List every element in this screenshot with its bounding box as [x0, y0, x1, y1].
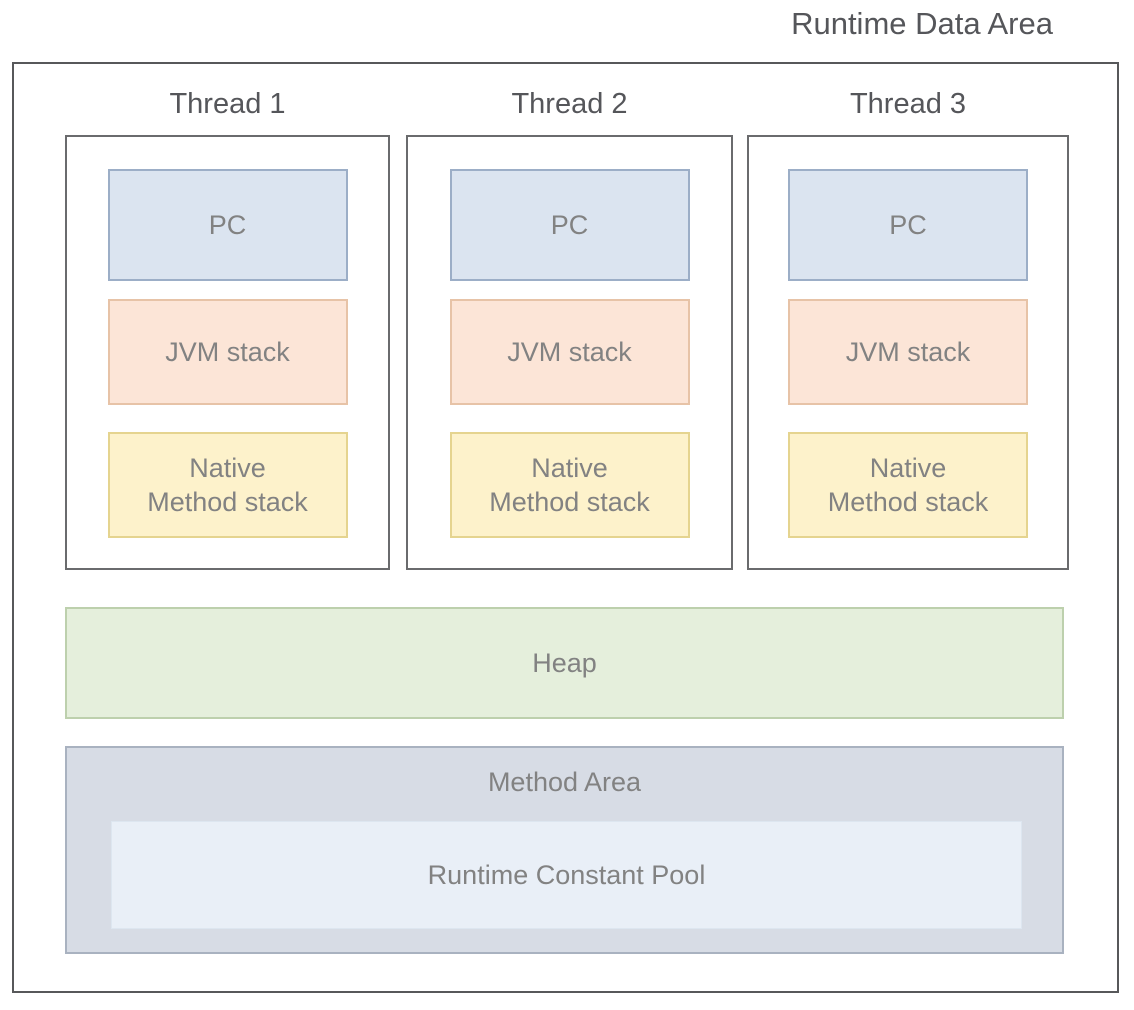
heap-box: Heap	[65, 607, 1064, 719]
thread-3-box: PC JVM stack Native Method stack	[747, 135, 1069, 570]
native-method-stack-label-line1: Native	[869, 453, 947, 483]
native-method-stack-label-line1: Native	[189, 453, 266, 483]
thread-3-label: Thread 3	[849, 88, 967, 120]
pc-register-box: PC	[449, 169, 690, 281]
jvm-stack-label: JVM stack	[507, 337, 632, 367]
native-method-stack-label-line2: Method stack	[489, 487, 650, 517]
pc-label: PC	[889, 210, 927, 240]
thread-1-label: Thread 1	[169, 88, 286, 120]
jvm-stack-label: JVM stack	[845, 337, 971, 367]
native-method-stack-label-line2: Method stack	[147, 487, 308, 517]
pc-register-box: PC	[788, 169, 1028, 281]
jvm-stack-box: JVM stack	[449, 299, 690, 405]
pc-label: PC	[208, 210, 247, 240]
runtime-constant-pool-label: Runtime Constant Pool	[427, 859, 706, 890]
thread-2-box: PC JVM stack Native Method stack	[406, 135, 733, 570]
thread-2-label: Thread 2	[511, 88, 628, 120]
diagram-title: Runtime Data Area	[791, 6, 1053, 41]
thread-1-box: PC JVM stack Native Method stack	[65, 135, 390, 570]
heap-label: Heap	[532, 647, 597, 678]
pc-label: PC	[550, 210, 589, 240]
jvm-stack-label: JVM stack	[165, 337, 290, 367]
native-method-stack-box: Native Method stack	[449, 432, 690, 538]
native-method-stack-box: Native Method stack	[788, 432, 1028, 538]
method-area-box: Method Area Runtime Constant Pool	[65, 746, 1064, 954]
runtime-constant-pool-box: Runtime Constant Pool	[111, 821, 1022, 929]
native-method-stack-label-line2: Method stack	[827, 487, 989, 517]
pc-register-box: PC	[107, 169, 348, 281]
native-method-stack-label-line1: Native	[531, 453, 608, 483]
jvm-stack-box: JVM stack	[107, 299, 348, 405]
method-area-label: Method Area	[487, 767, 642, 797]
jvm-stack-box: JVM stack	[788, 299, 1028, 405]
native-method-stack-box: Native Method stack	[107, 432, 348, 538]
runtime-data-area-container: Thread 1 Thread 2 Thread 3 PC JVM stack …	[12, 62, 1119, 993]
